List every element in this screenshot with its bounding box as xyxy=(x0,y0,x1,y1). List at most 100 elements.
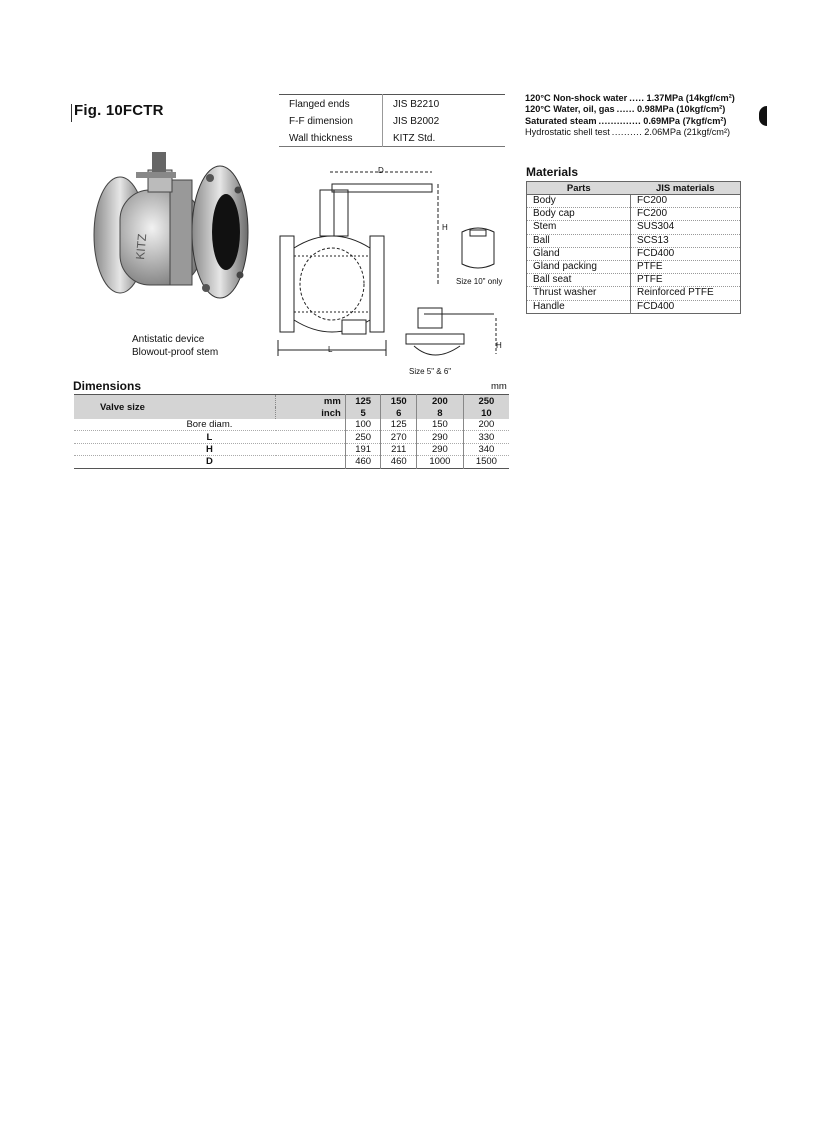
dimension-value: 460 xyxy=(344,455,381,469)
caption-antistatic: Antistatic device xyxy=(132,334,205,345)
inch-unit-label: inch xyxy=(275,407,346,419)
material-part: Thrust washer xyxy=(526,286,631,301)
pressure-label: Saturated steam xyxy=(525,115,597,126)
dimensions-unit: mm xyxy=(491,381,507,392)
caption-blowout: Blowout-proof stem xyxy=(132,347,219,358)
size-inch-5: 5 xyxy=(344,407,381,419)
dimension-value: 191 xyxy=(344,443,381,457)
size-mm-150: 150 xyxy=(380,394,417,407)
dimension-value: 290 xyxy=(416,430,464,444)
dimensions-title: Dimensions xyxy=(73,379,142,393)
size-5-6-caption: Size 5" & 6" xyxy=(409,367,452,376)
valve-size-header: Valve size xyxy=(74,394,276,419)
material-jis: SCS13 xyxy=(630,234,741,248)
material-part: Body xyxy=(526,194,631,209)
dimension-value: 330 xyxy=(462,430,509,444)
valve-photo: KITZ xyxy=(93,152,249,299)
material-jis: PTFE xyxy=(630,273,741,288)
figure-title: Fig. 10FCTR xyxy=(71,102,164,122)
dimensions-table: Valve size mm 125 150 200 250 inch 5 6 8… xyxy=(74,394,509,469)
dimension-value: 250 xyxy=(344,430,381,444)
edge-mark xyxy=(759,106,767,126)
material-jis: Reinforced PTFE xyxy=(630,286,741,301)
dim-label-h: H xyxy=(442,223,448,232)
material-part: Stem xyxy=(526,220,631,235)
materials-header-jis: JIS materials xyxy=(630,181,741,195)
spec-value: JIS B2210 xyxy=(393,98,440,110)
size-mm-250: 250 xyxy=(462,394,509,407)
valve-cross-section xyxy=(277,171,439,356)
dimension-value: 1000 xyxy=(416,455,464,469)
size-10-caption: Size 10" only xyxy=(456,277,503,286)
material-jis: FCD400 xyxy=(630,300,741,314)
pressure-leader: .............. xyxy=(598,115,642,126)
material-jis: FCD400 xyxy=(630,247,741,261)
material-jis: FC200 xyxy=(630,194,741,209)
dim-label-d: D xyxy=(378,166,384,175)
dimension-label: L xyxy=(74,430,346,444)
material-jis: SUS304 xyxy=(630,220,741,235)
dimension-value: 150 xyxy=(416,419,464,432)
size-5-6-detail xyxy=(405,307,497,356)
size-inch-10: 10 xyxy=(462,407,509,419)
dim-label-h2: H xyxy=(496,341,502,350)
spec-key: Wall thickness xyxy=(279,129,383,147)
material-jis: PTFE xyxy=(630,260,741,275)
pressure-row: Hydrostatic shell test..........2.06MPa … xyxy=(525,127,755,138)
dimension-value: 125 xyxy=(380,419,417,432)
pressure-label: 120°C Non-shock water xyxy=(525,93,628,103)
pressure-leader: .......... xyxy=(611,126,643,137)
material-part: Ball seat xyxy=(526,273,631,288)
size-mm-125: 125 xyxy=(344,394,381,407)
materials-header-parts: Parts xyxy=(526,181,631,195)
materials-title: Materials xyxy=(526,165,579,179)
pressure-value: 2.06MPa (21kgf/cm²) xyxy=(644,126,731,137)
dimension-value: 200 xyxy=(462,419,509,432)
pressure-row: 120°C Non-shock water.....1.37MPa (14kgf… xyxy=(525,93,755,104)
dimension-value: 211 xyxy=(380,443,417,457)
material-jis: FC200 xyxy=(630,207,741,222)
valve-size-label: Valve size xyxy=(100,401,145,413)
pressure-ratings: 120°C Non-shock water.....1.37MPa (14kgf… xyxy=(525,93,755,138)
dimension-value: 340 xyxy=(462,443,509,457)
spec-key: Flanged ends xyxy=(279,94,383,112)
spec-row: Wall thickness KITZ Std. xyxy=(279,129,505,147)
size-mm-200: 200 xyxy=(416,394,464,407)
size-inch-6: 6 xyxy=(380,407,417,419)
material-part: Body cap xyxy=(526,207,631,222)
spec-value: KITZ Std. xyxy=(393,132,436,144)
material-part: Ball xyxy=(526,234,631,248)
size-10-detail xyxy=(461,227,495,269)
dimension-label: Bore diam. xyxy=(74,419,346,432)
feature-captions: Antistatic device Blowout-proof stem xyxy=(132,333,218,359)
pressure-label: Hydrostatic shell test xyxy=(525,126,610,137)
pressure-value: 0.98MPa (10kgf/cm²) xyxy=(636,104,726,115)
dimension-label: D xyxy=(74,455,346,469)
pressure-leader: ..... xyxy=(629,93,645,103)
material-part: Handle xyxy=(526,300,631,314)
spec-row: Flanged ends JIS B2210 xyxy=(279,94,505,112)
pressure-label: 120°C Water, oil, gas xyxy=(525,104,615,115)
material-part: Gland xyxy=(526,247,631,261)
spec-value: JIS B2002 xyxy=(393,115,440,127)
dimension-value: 100 xyxy=(344,419,381,432)
dimension-value: 460 xyxy=(380,455,417,469)
pressure-row: 120°C Water, oil, gas......0.98MPa (10kg… xyxy=(525,104,755,115)
svg-text:KITZ: KITZ xyxy=(133,233,149,260)
dimension-value: 290 xyxy=(416,443,464,457)
material-part: Gland packing xyxy=(526,260,631,275)
